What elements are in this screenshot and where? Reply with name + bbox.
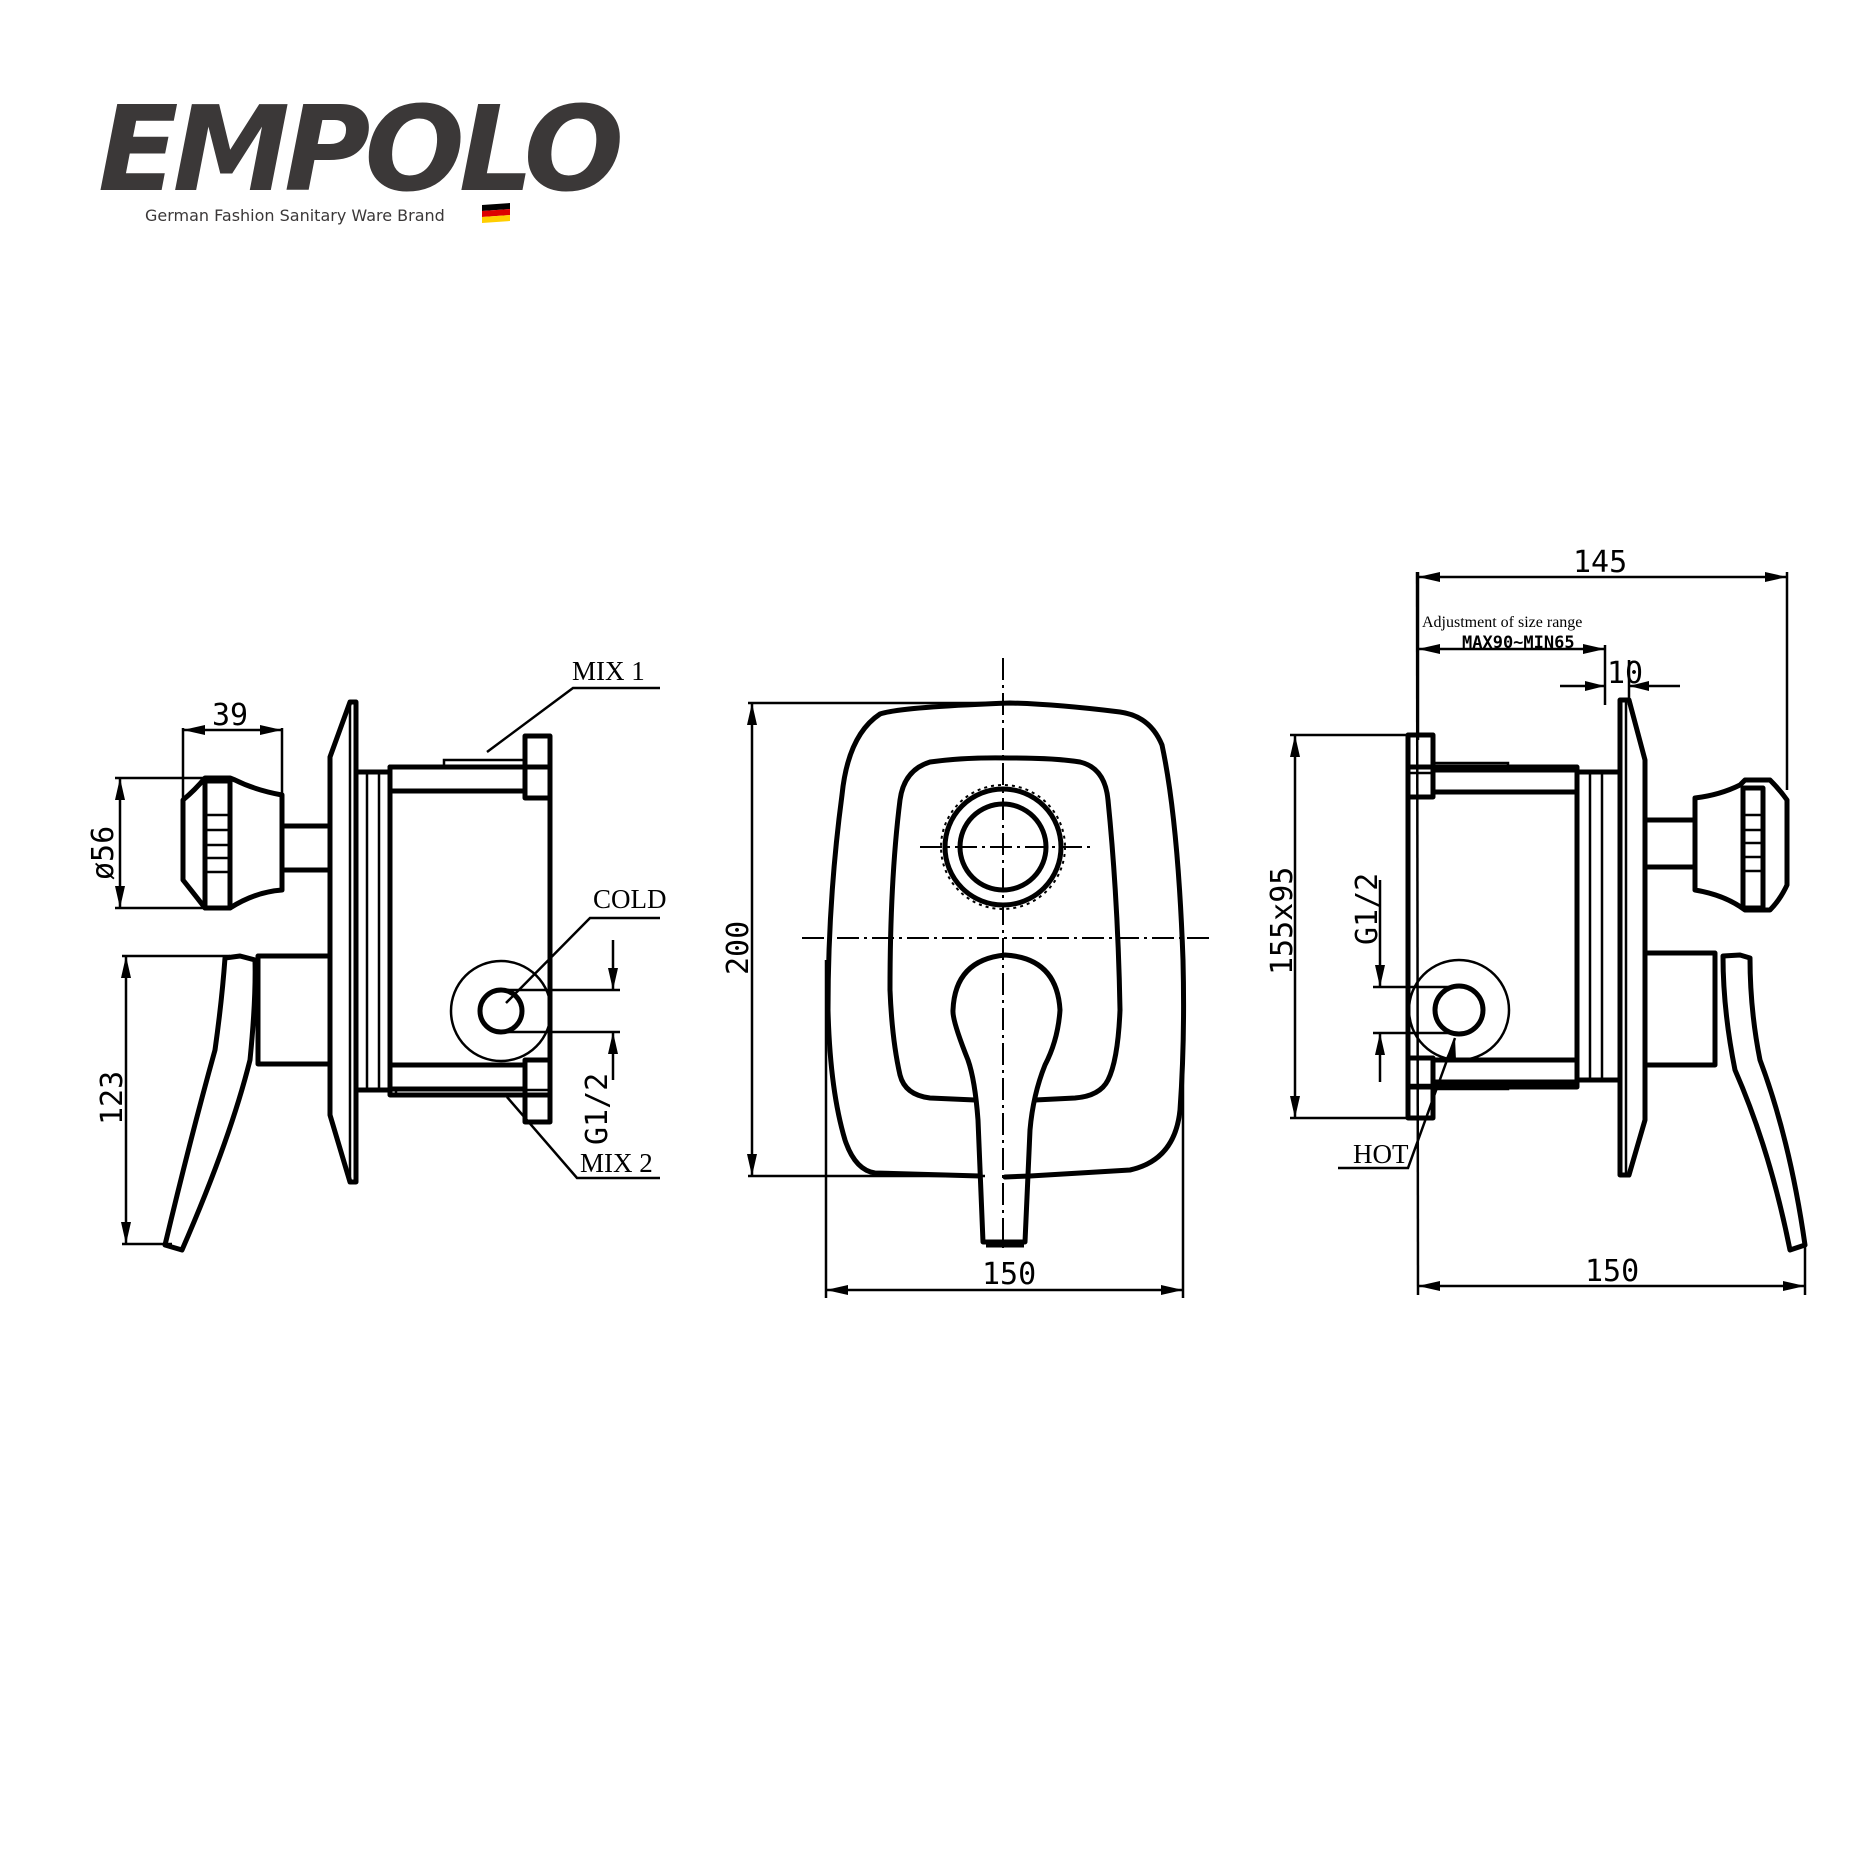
label-mix2: MIX 2 <box>580 1148 653 1178</box>
diverter-knob <box>180 775 285 911</box>
label-hot: HOT <box>1353 1139 1409 1169</box>
dim-front-height: 200 <box>721 921 756 975</box>
germany-flag-icon <box>482 203 510 223</box>
cover-plate <box>825 700 1187 1180</box>
wall-plate <box>327 699 359 1185</box>
cold-inlet <box>477 987 525 1035</box>
label-mix1: MIX 1 <box>572 656 645 686</box>
lever-front <box>950 952 1063 1245</box>
sleeve-rings <box>353 769 393 1093</box>
dim-knob-diameter: ø56 <box>86 826 121 880</box>
dim-overall-depth: 145 <box>1573 545 1627 580</box>
dim-front-width: 150 <box>982 1257 1036 1292</box>
cold-inlet-outer <box>449 959 553 1063</box>
label-cold: COLD <box>593 884 667 914</box>
valve-body <box>387 764 553 1098</box>
dim-lever-height: 123 <box>95 1071 130 1125</box>
right-side-view: 145 Adjustment of size range MAX90~MIN65… <box>1265 545 1808 1296</box>
lever-handle-right <box>1720 952 1808 1253</box>
diverter-knob-right <box>1692 777 1790 913</box>
inner-panel <box>887 755 1123 1103</box>
brand-logo: EMPOLO German Fashion Sanitary Ware Bran… <box>98 80 627 225</box>
brand-name: EMPOLO <box>98 80 621 218</box>
mix1-outlet <box>387 764 528 794</box>
wall-plate-right <box>1617 697 1648 1178</box>
dim-plate-depth: 10 <box>1607 656 1643 691</box>
hot-inlet <box>1432 983 1486 1037</box>
dim-right-width: 150 <box>1585 1254 1639 1289</box>
label-adjustment-note: Adjustment of size range <box>1422 614 1582 631</box>
dim-knob-depth: 39 <box>212 698 248 733</box>
dim-inlet-thread-right: G1/2 <box>1350 873 1385 945</box>
brand-tagline: German Fashion Sanitary Ware Brand <box>145 206 445 225</box>
dim-inlet-thread-left: G1/2 <box>580 1073 615 1145</box>
lever-handle <box>162 953 258 1253</box>
valve-body-right <box>1405 764 1580 1090</box>
lever-sleeve <box>255 953 333 1067</box>
dim-box-size: 155x95 <box>1265 867 1300 975</box>
front-view: 200 150 <box>721 658 1210 1298</box>
left-side-view: 39 ø56 123 G1/2 MIX 1 COLD MIX 2 <box>86 656 667 1253</box>
